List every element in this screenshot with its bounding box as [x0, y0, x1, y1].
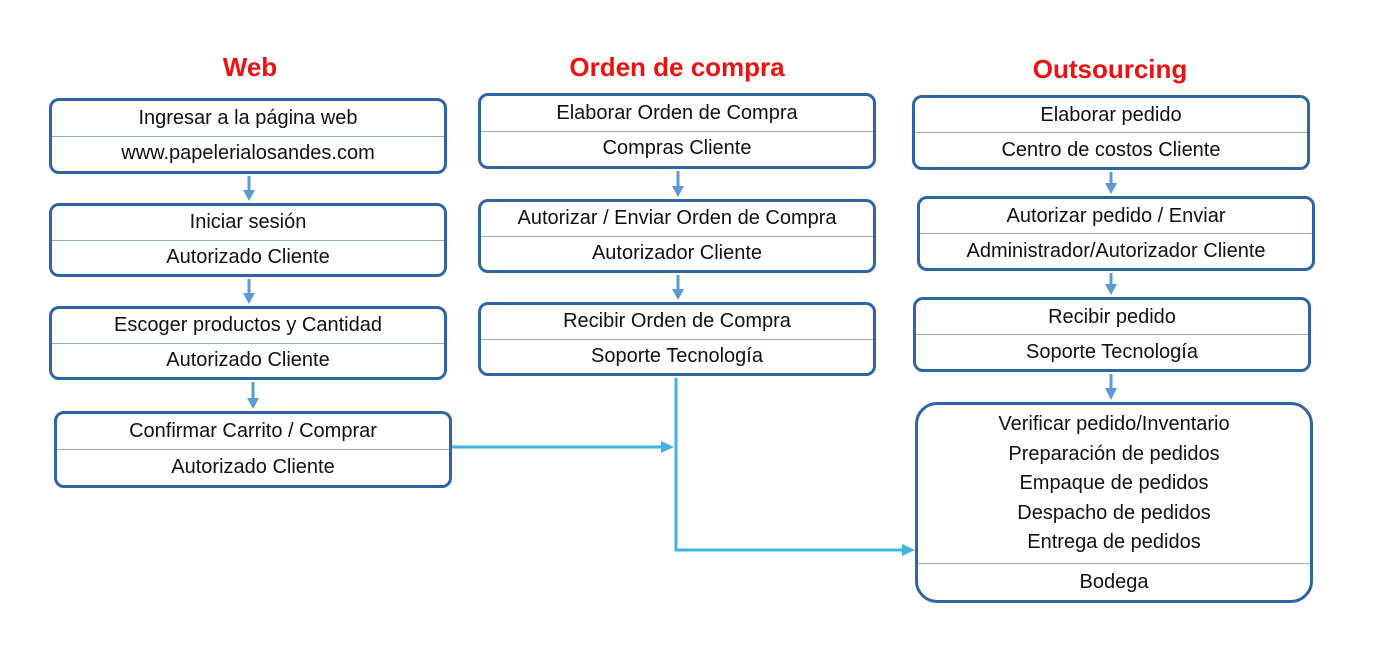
web-step-1-box: Ingresar a la página web www.papelerialo… — [49, 98, 447, 174]
arrowhead — [247, 398, 259, 409]
step-action: Ingresar a la página web — [52, 101, 444, 137]
flow-connectors — [452, 378, 915, 556]
step-action: Autorizar pedido / Enviar — [920, 199, 1312, 234]
final-task: Entrega de pedidos — [1027, 531, 1201, 554]
orden-step-1-box: Elaborar Orden de Compra Compras Cliente — [478, 93, 876, 169]
orden-column-title: Orden de compra — [569, 52, 785, 82]
step-actor: Centro de costos Cliente — [1001, 138, 1221, 161]
arrowhead — [672, 186, 684, 197]
outsourcing-final-box: Verificar pedido/Inventario Preparación … — [915, 402, 1313, 603]
step-actor: Soporte Tecnología — [1026, 340, 1198, 363]
web-step-3-box: Escoger productos y Cantidad Autorizado … — [49, 306, 447, 380]
web-step-4-box: Confirmar Carrito / Comprar Autorizado C… — [54, 411, 452, 488]
orden-step-2-box: Autorizar / Enviar Orden de Compra Autor… — [478, 199, 876, 273]
arrowhead — [1105, 284, 1117, 295]
outsourcing-step-2-box: Autorizar pedido / Enviar Administrador/… — [917, 196, 1315, 271]
web-step-2-box: Iniciar sesión Autorizado Cliente — [49, 203, 447, 277]
arrowhead — [243, 190, 255, 201]
step-action: Iniciar sesión — [52, 206, 444, 241]
orden-to-bodega-line — [674, 378, 903, 552]
step-actor: Soporte Tecnología — [591, 344, 763, 367]
arrowhead — [902, 544, 915, 556]
step-action: Elaborar Orden de Compra — [481, 96, 873, 132]
step-actor: www.papelerialosandes.com — [121, 142, 375, 165]
final-task: Preparación de pedidos — [1008, 442, 1220, 465]
arrowhead — [661, 441, 674, 453]
arrowhead — [672, 289, 684, 300]
step-actor: Autorizado Cliente — [166, 348, 330, 371]
outsourcing-column-title: Outsourcing — [1032, 54, 1188, 84]
step-action: Confirmar Carrito / Comprar — [57, 414, 449, 450]
step-action: Recibir pedido — [916, 300, 1308, 335]
final-task-list: Verificar pedido/Inventario Preparación … — [918, 405, 1310, 564]
web-column-title: Web — [222, 52, 278, 82]
step-actor: Autorizador Cliente — [591, 241, 763, 264]
step-action: Elaborar pedido — [915, 98, 1307, 133]
final-actor: Bodega — [1079, 570, 1149, 593]
step-action: Escoger productos y Cantidad — [52, 309, 444, 344]
final-task: Empaque de pedidos — [1019, 472, 1209, 495]
final-task: Despacho de pedidos — [1017, 501, 1211, 524]
step-actor: Compras Cliente — [602, 137, 752, 160]
step-actor: Autorizado Cliente — [171, 456, 335, 478]
outsourcing-step-3-box: Recibir pedido Soporte Tecnología — [913, 297, 1311, 372]
final-task: Verificar pedido/Inventario — [998, 413, 1230, 436]
step-actor: Autorizado Cliente — [166, 245, 330, 268]
orden-step-3-box: Recibir Orden de Compra Soporte Tecnolog… — [478, 302, 876, 376]
arrowhead — [243, 293, 255, 304]
step-actor: Administrador/Autorizador Cliente — [966, 239, 1266, 262]
step-action: Recibir Orden de Compra — [481, 305, 873, 340]
arrowhead — [1105, 183, 1117, 194]
arrowhead — [1105, 388, 1117, 400]
step-action: Autorizar / Enviar Orden de Compra — [481, 202, 873, 237]
outsourcing-step-1-box: Elaborar pedido Centro de costos Cliente — [912, 95, 1310, 170]
